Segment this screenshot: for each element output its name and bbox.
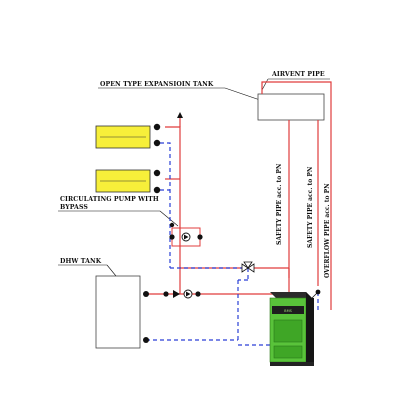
radiator-lower [95, 169, 161, 194]
return-pipes [146, 142, 319, 346]
air-vent-icon [177, 112, 183, 118]
radiator-valve [153, 123, 161, 131]
safety-pipe-label-1: SAFETY PIPE acc. to PN [276, 163, 283, 245]
radiator-valve [153, 186, 161, 194]
dhw-inlet-valve [143, 291, 149, 297]
airvent-pipe-label: AIRVENT PIPE [271, 71, 325, 78]
boiler-lower-door [273, 345, 303, 359]
expansion-tank [257, 93, 325, 121]
valve-icon [163, 291, 169, 297]
pump-leader-line [159, 210, 179, 227]
boiler: BMS [269, 292, 314, 366]
boiler-brand-label: BMS [284, 309, 292, 313]
expansion-tank-label: OPEN TYPE EXPANSIOIN TANK [100, 81, 214, 88]
valve-icon [195, 291, 201, 297]
valve-icon [197, 234, 203, 240]
dhw-leader-line [106, 264, 117, 277]
expansion-leader-line [224, 87, 261, 101]
check-valve-icon [173, 290, 180, 298]
safety-valve-icon [311, 289, 321, 299]
circulating-pump-label-bypass: BYPASS [60, 204, 88, 211]
radiator-valve [153, 169, 161, 177]
radiator-upper [95, 123, 161, 149]
dhw-tank [95, 275, 141, 349]
radiator-valve [153, 139, 161, 147]
valve-icon [169, 234, 175, 240]
overflow-pipe-label: OVERFLOW PIPE acc. to PN [324, 183, 331, 278]
dhw-outlet-valve [143, 337, 149, 343]
three-way-valve-icon [241, 261, 255, 273]
safety-pipe-label-2: SAFETY PIPE acc. to PN [307, 166, 314, 248]
circulating-pump-bypass [169, 222, 203, 247]
boiler-door [273, 319, 303, 343]
circulating-pump-label: CIRCULATING PUMP WITH [60, 196, 159, 203]
valve-icon [169, 222, 175, 228]
dhw-pump-group [163, 289, 201, 299]
dhw-tank-label: DHW TANK [60, 258, 102, 265]
airvent-leader-line [261, 78, 269, 91]
